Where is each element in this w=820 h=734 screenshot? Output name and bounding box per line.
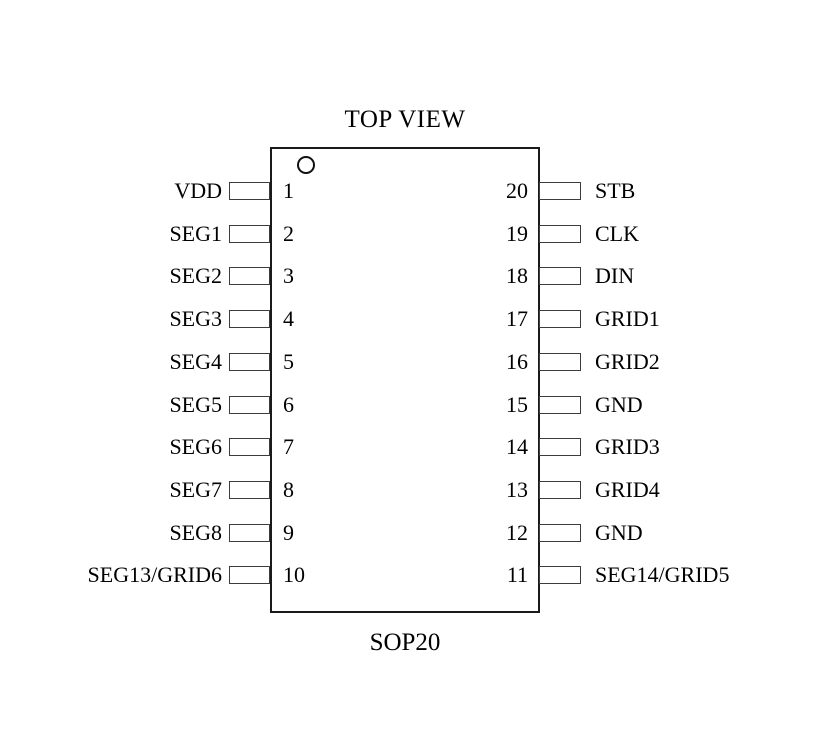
pin-lead-left	[229, 182, 270, 200]
pin-label-right: GND	[595, 520, 643, 545]
pin-label-left: SEG1	[169, 221, 222, 246]
pin-label-left: SEG6	[169, 434, 222, 459]
pin-number-left: 8	[283, 477, 294, 502]
pin-number-left: 2	[283, 221, 294, 246]
pin-lead-right	[539, 353, 581, 371]
pin-lead-left	[229, 438, 270, 456]
pin-number-right: 11	[506, 562, 528, 587]
pin-lead-right	[539, 524, 581, 542]
pin-number-left: 4	[283, 306, 294, 331]
pin-row: SEG1 2 19 CLK	[0, 221, 820, 247]
pin-label-right: STB	[595, 178, 636, 203]
pin-number-left: 5	[283, 349, 294, 374]
pin-row: SEG8 9 12 GND	[0, 520, 820, 546]
pin-label-left: SEG7	[169, 477, 222, 502]
pin-number-right: 15	[506, 392, 528, 417]
pin-label-right: DIN	[595, 263, 635, 288]
diagram-title: TOP VIEW	[344, 106, 466, 133]
pin-lead-left	[229, 481, 270, 499]
pin-number-right: 20	[506, 178, 528, 203]
pin-number-right: 17	[506, 306, 528, 331]
pin-number-right: 13	[506, 477, 528, 502]
pin-lead-left	[229, 396, 270, 414]
pin-number-left: 10	[283, 562, 305, 587]
pin-row: SEG5 6 15 GND	[0, 392, 820, 418]
pin-lead-left	[229, 310, 270, 328]
pin-label-left: SEG4	[169, 349, 222, 374]
pin-row: SEG4 5 16 GRID2	[0, 349, 820, 375]
pin-lead-right	[539, 438, 581, 456]
pin-label-left: SEG13/GRID6	[87, 562, 222, 587]
pin-label-right: GRID4	[595, 477, 660, 502]
pin-number-left: 9	[283, 520, 294, 545]
pin-row: SEG2 3 18 DIN	[0, 263, 820, 289]
pin-number-right: 12	[506, 520, 528, 545]
pin-lead-right	[539, 566, 581, 584]
pin-lead-left	[229, 267, 270, 285]
chip-body	[270, 147, 540, 613]
pin-label-right: GND	[595, 392, 643, 417]
package-name-label: SOP20	[369, 629, 441, 656]
pin-lead-right	[539, 267, 581, 285]
pin-number-right: 16	[506, 349, 528, 374]
pin-row: SEG3 4 17 GRID1	[0, 306, 820, 332]
pin-label-left: SEG3	[169, 306, 222, 331]
pin-lead-right	[539, 481, 581, 499]
pin-lead-right	[539, 225, 581, 243]
pin-number-left: 6	[283, 392, 294, 417]
pin-label-right: CLK	[595, 221, 639, 246]
pin-number-left: 3	[283, 263, 294, 288]
pin-number-left: 1	[283, 178, 294, 203]
pin-lead-left	[229, 524, 270, 542]
pin-row: SEG13/GRID6 10 11 SEG14/GRID5	[0, 562, 820, 588]
pin-label-left: SEG5	[169, 392, 222, 417]
pin-label-left: SEG2	[169, 263, 222, 288]
pin-lead-right	[539, 182, 581, 200]
pin-number-left: 7	[283, 434, 294, 459]
pin-label-right: GRID1	[595, 306, 660, 331]
pin-number-right: 19	[506, 221, 528, 246]
pin-lead-right	[539, 396, 581, 414]
pin-label-left: VDD	[174, 178, 222, 203]
pin-row: SEG6 7 14 GRID3	[0, 434, 820, 460]
pin-lead-left	[229, 353, 270, 371]
pin-label-left: SEG8	[169, 520, 222, 545]
pin-lead-left	[229, 225, 270, 243]
pin-label-right: GRID3	[595, 434, 660, 459]
pin-lead-left	[229, 566, 270, 584]
pin-lead-right	[539, 310, 581, 328]
pin-label-right: GRID2	[595, 349, 660, 374]
pin1-indicator-circle	[297, 156, 315, 174]
pin-number-right: 14	[506, 434, 528, 459]
pin-label-right: SEG14/GRID5	[595, 562, 730, 587]
pin-row: VDD 1 20 STB	[0, 178, 820, 204]
pin-number-right: 18	[506, 263, 528, 288]
pin-row: SEG7 8 13 GRID4	[0, 477, 820, 503]
